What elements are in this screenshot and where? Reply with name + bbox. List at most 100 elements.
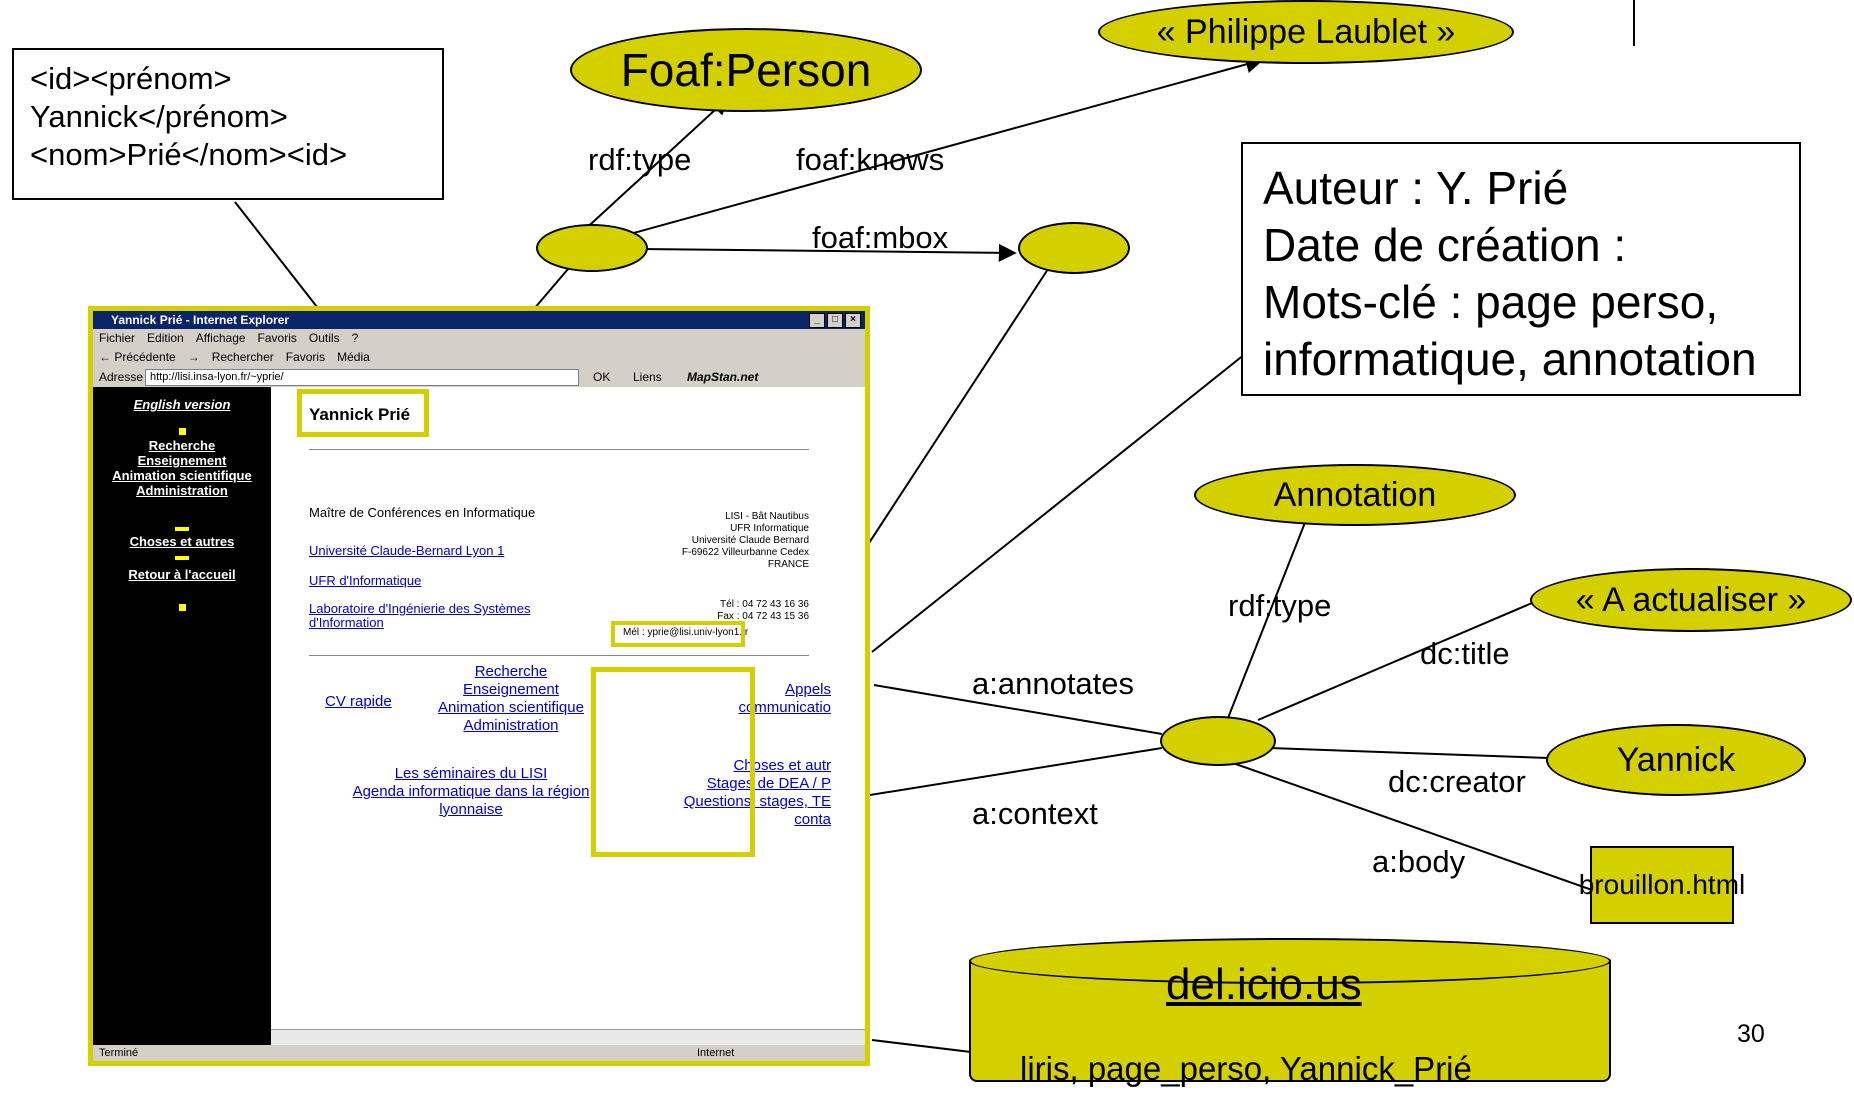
node-annotation: Annotation xyxy=(1194,464,1516,526)
back-button[interactable]: ← Précédente xyxy=(99,350,176,364)
metadata-line-2: Date de création : xyxy=(1263,219,1627,271)
node-person-blank xyxy=(536,224,648,272)
content-role: Maître de Conférences en Informatique xyxy=(309,505,536,520)
menu-outils[interactable]: Outils xyxy=(308,331,340,345)
metadata-line-4: informatique, annotation xyxy=(1263,333,1757,385)
xml-line-3: <nom>Prié</nom><id> xyxy=(30,137,348,172)
links-label: Liens xyxy=(633,370,662,384)
page-content: Yannick Prié Maître de Conférences en In… xyxy=(271,387,865,1045)
edge-a-annotates xyxy=(873,684,1163,735)
node-brouillon: brouillon.html xyxy=(1579,846,1745,924)
link-administration[interactable]: Administration xyxy=(463,717,559,734)
english-version-link[interactable]: English version xyxy=(133,397,231,412)
research-links: Recherche Enseignement Animation scienti… xyxy=(431,663,591,735)
label-foaf-mbox: foaf:mbox xyxy=(812,220,949,255)
links-mapstan[interactable]: MapStan.net xyxy=(687,370,759,384)
address-label: Adresse xyxy=(99,370,144,384)
delicious-title: del.icio.us xyxy=(1166,960,1362,1009)
edge-a-body xyxy=(1229,761,1593,891)
edge-foaf-mbox xyxy=(639,243,1017,262)
menu-affichage[interactable]: Affichage xyxy=(195,331,246,345)
link-lab-1[interactable]: Laboratoire d'Ingénierie des Systèmes xyxy=(309,601,531,616)
node-yannick: Yannick xyxy=(1546,724,1806,796)
highlight-email xyxy=(611,621,745,647)
delicious-cylinder-top xyxy=(969,938,1611,984)
link-ufr[interactable]: UFR d'Informatique xyxy=(309,573,422,588)
browser-title: Yannick Prié - Internet Explorer xyxy=(111,313,290,327)
link-lab-2[interactable]: d'Information xyxy=(309,615,384,630)
node-annotation-label: Annotation xyxy=(1273,475,1437,514)
link-agenda[interactable]: Agenda informatique dans la région xyxy=(352,783,590,800)
content-address: LISI - Bât Nautibus UFR Informatique Uni… xyxy=(682,511,809,571)
label-rdf-type-1: rdf:type xyxy=(588,142,692,177)
link-contact[interactable]: conta xyxy=(794,811,831,828)
content-mel: Mél : yprie@lisi.univ-lyon1.fr xyxy=(623,627,749,638)
link-stages[interactable]: Stages de DEA / P xyxy=(706,775,831,792)
nav-choses[interactable]: Choses et autres xyxy=(129,534,235,549)
forward-button[interactable]: → xyxy=(187,350,200,364)
node-annotation-blank xyxy=(1160,716,1276,766)
yellow-dot-icon xyxy=(178,428,186,435)
node-philippe: « Philippe Laublet » xyxy=(1098,0,1514,64)
status-done: Terminé xyxy=(99,1047,139,1059)
nav-retour[interactable]: Retour à l'accueil xyxy=(128,567,236,582)
menu-help[interactable]: ? xyxy=(351,331,359,345)
edge-rdf-type-annotation xyxy=(1227,519,1307,719)
label-a-context: a:context xyxy=(972,796,1098,831)
address-input[interactable]: http://lisi.insa-lyon.fr/~yprie/ xyxy=(145,369,579,386)
node-foaf-person-label: Foaf:Person xyxy=(620,44,872,96)
highlight-name xyxy=(297,389,429,437)
nav-animation[interactable]: Animation scientifique xyxy=(112,468,252,483)
link-communication[interactable]: communicatio xyxy=(738,699,831,716)
metadata-line-1: Auteur : Y. Prié xyxy=(1263,162,1569,214)
yellow-dash-icon xyxy=(175,527,189,531)
label-a-body: a:body xyxy=(1372,844,1466,879)
browser-title-bar: Yannick Prié - Internet Explorer _ □ × xyxy=(93,311,865,329)
page-number: 30 xyxy=(1737,1020,1765,1048)
horizontal-scrollbar[interactable] xyxy=(271,1029,865,1046)
link-recherche[interactable]: Recherche xyxy=(474,663,548,680)
link-cv[interactable]: CV rapide xyxy=(325,693,392,710)
addr-line: LISI - Bât Nautibus xyxy=(725,511,809,522)
content-fax: Fax : 04 72 43 15 36 xyxy=(717,611,809,622)
node-a-actualiser-label: « A actualiser » xyxy=(1575,580,1807,619)
nav-administration[interactable]: Administration xyxy=(136,483,228,498)
media-button[interactable]: Média xyxy=(337,350,370,364)
nav-enseignement[interactable]: Enseignement xyxy=(137,453,227,468)
label-dc-title: dc:title xyxy=(1420,636,1510,671)
nav-recherche[interactable]: Recherche xyxy=(148,438,216,453)
go-button[interactable]: OK xyxy=(593,370,611,384)
addr-line: UFR Informatique xyxy=(730,523,809,534)
status-zone: Internet xyxy=(697,1047,735,1059)
close-icon[interactable]: × xyxy=(845,313,861,328)
edge-rdf-type-person xyxy=(579,96,730,235)
link-univ[interactable]: Université Claude-Bernard Lyon 1 xyxy=(309,543,505,558)
link-animation[interactable]: Animation scientifique xyxy=(438,699,584,716)
favorites-button[interactable]: Favoris xyxy=(285,350,326,364)
minimize-icon[interactable]: _ xyxy=(809,313,825,328)
node-yannick-label: Yannick xyxy=(1616,740,1736,779)
maximize-icon[interactable]: □ xyxy=(827,313,843,328)
menu-edition[interactable]: Edition xyxy=(147,331,184,345)
label-dc-creator: dc:creator xyxy=(1388,764,1526,799)
menu-fichier[interactable]: Fichier xyxy=(99,331,136,345)
link-choses[interactable]: Choses et autr xyxy=(733,757,831,774)
content-name: Yannick Prié xyxy=(309,405,411,424)
browser-toolbar: ← Précédente → Rechercher Favoris Média xyxy=(93,347,865,367)
link-enseignement[interactable]: Enseignement xyxy=(463,681,559,698)
addr-line: F-69622 Villeurbanne Cedex xyxy=(681,547,809,558)
link-seminaires[interactable]: Les séminaires du LISI xyxy=(394,765,548,782)
link-appels[interactable]: Appels xyxy=(785,681,831,698)
xml-line-1: <id><prénom> xyxy=(30,61,232,96)
search-button[interactable]: Rechercher xyxy=(211,350,274,364)
yellow-dot-icon xyxy=(178,604,186,611)
edge-metadata-to-page xyxy=(871,349,1251,653)
link-questions[interactable]: Questions, stages, TE xyxy=(683,793,831,810)
menu-favoris[interactable]: Favoris xyxy=(257,331,297,345)
browser-status-bar: Terminé Internet xyxy=(93,1045,865,1061)
link-agenda-2[interactable]: lyonnaise xyxy=(439,801,503,818)
divider xyxy=(309,449,809,450)
right-links: Appels communicatio Choses et autr Stage… xyxy=(601,667,831,829)
content-tel: Tél : 04 72 43 16 36 xyxy=(720,599,809,610)
node-foaf-person: Foaf:Person xyxy=(570,28,922,112)
